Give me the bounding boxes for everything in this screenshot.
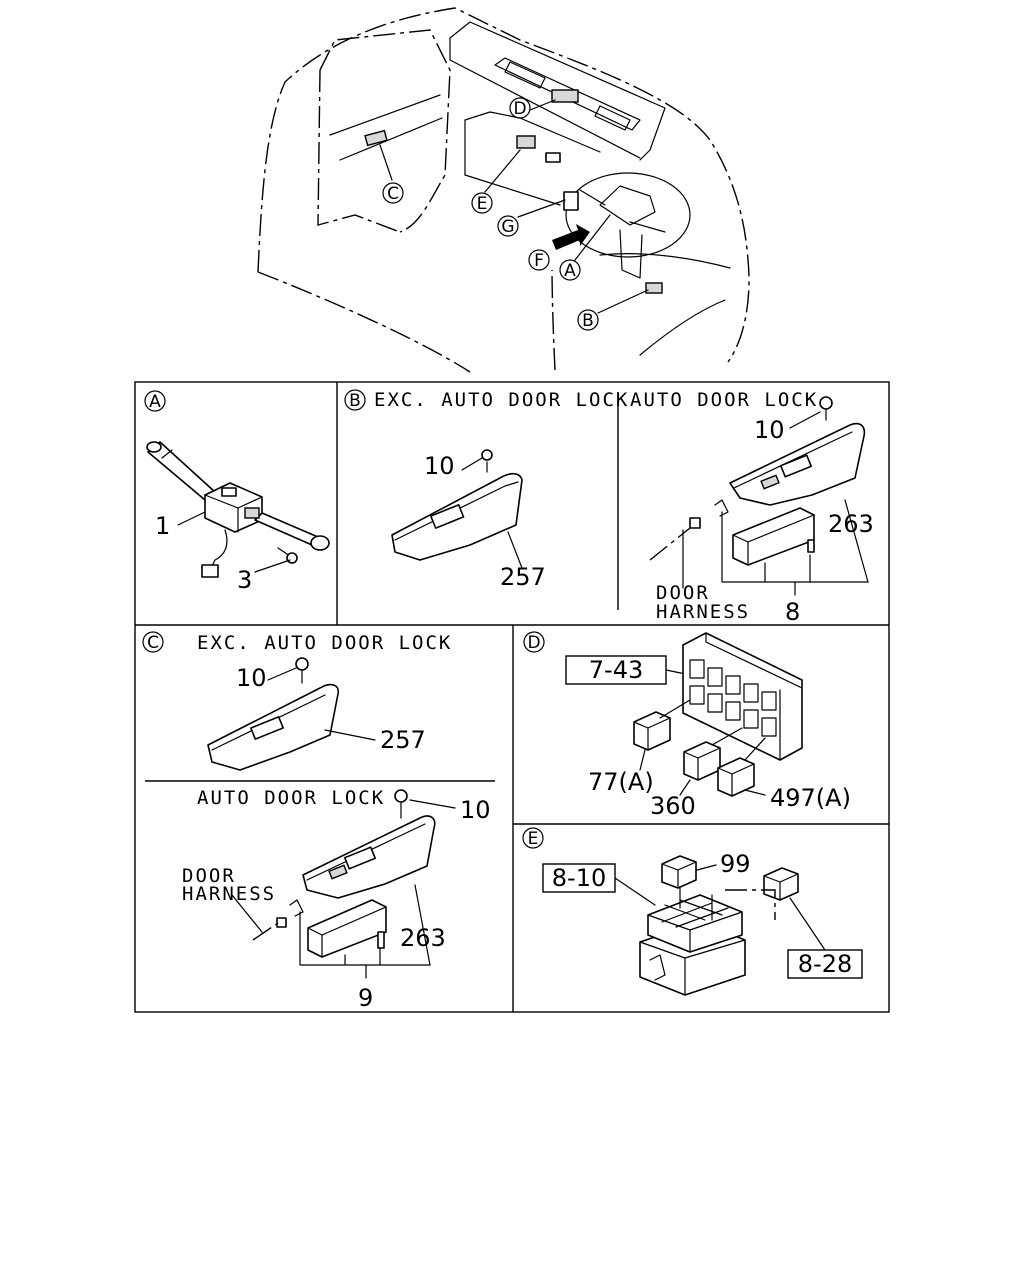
callout-g: G	[501, 217, 514, 237]
panel-e: E 8-10 8-28 99	[522, 827, 863, 996]
panel-a: A 1 3	[144, 390, 330, 594]
panel-c-auto-heading: AUTO DOOR LOCK	[197, 787, 385, 809]
panel-e-letter: E	[528, 829, 539, 849]
overview-callouts: D C E G F A B	[382, 97, 599, 331]
relay-cavities	[689, 659, 777, 737]
panel-b-exc-part-10: 10	[424, 452, 455, 480]
panel-b-exc-part-257: 257	[500, 563, 546, 591]
panel-c-letter: C	[147, 633, 159, 653]
panel-a-letter: A	[149, 392, 161, 412]
panel-d-ref-text: 7-43	[589, 656, 643, 684]
panel-c-auto-part-10: 10	[460, 796, 491, 824]
panel-b-harness-line2: HARNESS	[656, 601, 750, 623]
panel-c-exc-heading: EXC. AUTO DOOR LOCK	[197, 632, 452, 654]
panel-c-exc-part-257: 257	[380, 726, 426, 754]
panel-b-auto-heading: AUTO DOOR LOCK	[630, 389, 818, 411]
panel-frames	[134, 381, 890, 1013]
panel-c: C EXC. AUTO DOOR LOCK 10 257 AUTO DOOR L…	[142, 631, 491, 1012]
part-3-label: 3	[237, 566, 252, 594]
switch-b-location	[645, 282, 663, 294]
fuse-box-d-location	[551, 89, 579, 103]
callout-f: F	[534, 251, 544, 271]
panel-b: B EXC. AUTO DOOR LOCK AUTO DOOR LOCK 10 …	[344, 389, 874, 626]
panel-c-harness-line2: HARNESS	[182, 883, 276, 905]
panel-d-part-77: 77(A)	[588, 768, 654, 796]
part-1-label: 1	[155, 512, 170, 540]
switch-c-location	[364, 129, 388, 147]
panel-d-part-497: 497(A)	[770, 784, 851, 812]
panel-c-auto-part-263: 263	[400, 924, 446, 952]
panel-c-auto-part-9: 9	[358, 984, 373, 1012]
panel-b-auto-part-8: 8	[785, 598, 800, 626]
panel-b-harness-line1: DOOR	[656, 582, 710, 604]
panel-c-harness-line1: DOOR	[182, 865, 236, 887]
panel-b-auto-part-10: 10	[754, 416, 785, 444]
panel-b-auto-part-263: 263	[828, 510, 874, 538]
callout-a: A	[564, 261, 576, 281]
panel-e-part-99: 99	[720, 850, 751, 878]
callout-d: D	[513, 99, 526, 119]
panel-c-exc-part-10: 10	[236, 664, 267, 692]
callout-e: E	[477, 194, 488, 214]
panel-e-ref-left-text: 8-10	[552, 864, 606, 892]
panel-d-part-360: 360	[650, 792, 696, 820]
panel-d-letter: D	[527, 633, 540, 653]
vehicle-overview	[257, 7, 750, 373]
panel-e-ref-right-text: 8-28	[798, 950, 852, 978]
panel-b-exc-heading: EXC. AUTO DOOR LOCK	[374, 389, 629, 411]
panel-d: D 7-43	[523, 631, 851, 820]
panel-b-letter: B	[349, 391, 361, 411]
relay-e-location	[516, 135, 536, 149]
callout-c: C	[387, 184, 399, 204]
callout-b: B	[582, 311, 594, 331]
